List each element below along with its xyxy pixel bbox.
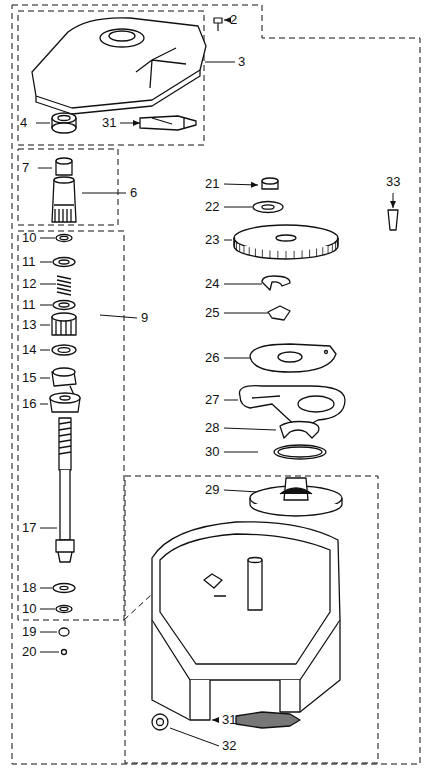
gear-parts <box>234 178 398 516</box>
callout-number: 26 <box>205 350 219 365</box>
dashed-outlines <box>12 5 420 764</box>
callout-number: 25 <box>205 305 219 320</box>
callout-number: 19 <box>22 624 36 639</box>
callout-number: 7 <box>22 160 29 175</box>
callout-number: 14 <box>22 342 36 357</box>
callout-number: 31 <box>102 115 116 130</box>
gear-housing <box>152 522 340 730</box>
callout-number: 20 <box>22 644 36 659</box>
callout-number: 15 <box>22 370 36 385</box>
callout-number: 28 <box>205 420 219 435</box>
callout-number: 17 <box>22 520 36 535</box>
callout-number: 12 <box>22 276 36 291</box>
callout-number: 24 <box>205 276 219 291</box>
callout-number: 22 <box>205 199 219 214</box>
callout-number: 11 <box>22 254 36 269</box>
callout-number: 9 <box>141 310 148 325</box>
callout-number: 18 <box>22 580 36 595</box>
callout-number: 23 <box>205 232 219 247</box>
callout-number: 21 <box>205 176 219 191</box>
callout-number: 3 <box>238 54 245 69</box>
callout-number: 2 <box>230 12 237 27</box>
callout-number: 29 <box>205 482 219 497</box>
callout-number: 16 <box>22 396 36 411</box>
callout-number: 10 <box>22 601 36 616</box>
callout-number: 32 <box>222 738 236 753</box>
callout-number: 11 <box>22 297 36 312</box>
callout-number: 27 <box>205 392 219 407</box>
callout-number: 13 <box>22 317 36 332</box>
callout-number: 6 <box>130 185 137 200</box>
leader-lines <box>36 20 393 746</box>
callout-number: 30 <box>205 444 219 459</box>
callout-number: 31 <box>222 712 236 727</box>
callout-number: 33 <box>386 174 400 189</box>
callout-number: 10 <box>22 230 36 245</box>
callout-number: 4 <box>20 115 27 130</box>
gear-cover <box>32 18 222 114</box>
